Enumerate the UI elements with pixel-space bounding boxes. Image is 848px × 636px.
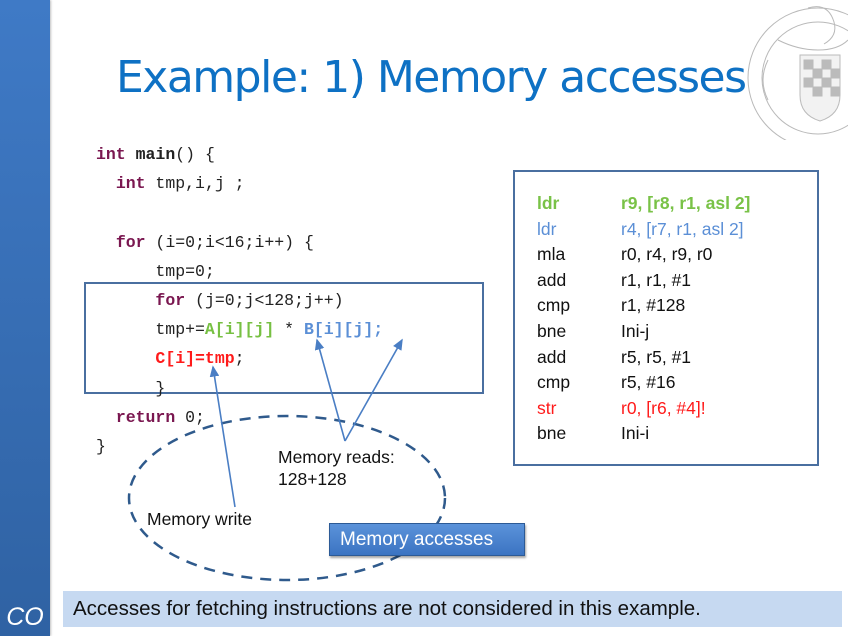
assembly-operands: Ini-j (621, 321, 650, 341)
code-text: tmp=0; (96, 261, 215, 281)
code-text (96, 174, 116, 193)
assembly-opcode: cmp (537, 295, 571, 316)
code-keyword: int (96, 145, 126, 164)
code-text: ; (234, 349, 245, 369)
memory-write-label: Memory write (147, 509, 253, 529)
course-label: CO (6, 603, 44, 631)
assembly-instruction: cmp r1, #128 (537, 293, 685, 318)
code-text: tmp,i,j ; (145, 174, 245, 194)
assembly-operands: r0, r4, r9, r0 (621, 244, 713, 265)
assembly-opcode: mla (537, 244, 566, 265)
university-crest-icon (747, 6, 848, 140)
code-line: int main() { (96, 142, 215, 168)
memory-reads-title: Memory reads: (278, 447, 395, 467)
code-line: for (i=0;i<16;i++) { (96, 230, 314, 256)
code-text (96, 291, 155, 310)
code-keyword: int (115, 174, 146, 194)
code-line: int tmp,i,j ; (96, 171, 245, 197)
memory-reads-label: Memory reads: 128+128 (278, 446, 395, 490)
code-text: 0; (175, 407, 205, 427)
code-highlight: B[i][j]; (303, 320, 384, 340)
assembly-opcode: ldr (537, 218, 557, 239)
inner-loop-highlight-box (84, 282, 484, 394)
assembly-instruction: str r0, [r6, #4]! (537, 396, 706, 421)
assembly-instruction: add r5, r5, #1 (537, 345, 691, 370)
code-keyword: for (115, 232, 146, 252)
assembly-opcode: bne (537, 423, 567, 444)
assembly-opcode: cmp (537, 372, 571, 393)
assembly-opcode: str (537, 397, 557, 418)
assembly-operands: r4, [r7, r1, asl 2] (621, 218, 744, 239)
assembly-operands: r1, #128 (621, 295, 686, 316)
memory-accesses-button[interactable]: Memory accesses (329, 523, 525, 556)
code-line: for (j=0;j<128;j++) (96, 288, 344, 314)
code-text: (i=0;i<16;i++) { (145, 232, 314, 252)
memory-reads-count: 128+128 (278, 469, 347, 489)
assembly-instruction: ldr r4, [r7, r1, asl 2] (537, 217, 744, 242)
assembly-operands: r5, #16 (621, 372, 676, 393)
code-text: } (96, 437, 106, 456)
code-text (126, 145, 136, 164)
code-line: return 0; (96, 405, 205, 431)
assembly-listing-box: ldr r9, [r8, r1, asl 2] ldr r4, [r7, r1, as… (513, 170, 819, 466)
assembly-operands: r9, [r8, r1, asl 2] (621, 193, 751, 213)
assembly-instruction: bne Ini-j (537, 319, 649, 344)
assembly-operands: r0, [r6, #4]! (621, 397, 706, 418)
assembly-operands: r1, r1, #1 (621, 269, 692, 290)
code-highlight: main (135, 145, 176, 164)
code-text: () { (175, 145, 215, 164)
code-text (96, 408, 116, 427)
code-line: C[i]=tmp; (96, 346, 245, 372)
code-line: tmp+=A[i][j] * B[i][j]; (96, 317, 383, 343)
assembly-operands: Ini-i (621, 423, 650, 444)
code-keyword: return (115, 407, 176, 427)
assembly-opcode: add (537, 269, 567, 290)
code-text (96, 233, 116, 252)
assembly-opcode: bne (537, 321, 567, 341)
code-text (96, 349, 155, 368)
assembly-opcode: add (537, 346, 567, 367)
assembly-opcode: ldr (537, 193, 560, 213)
code-text: (j=0;j<128;j++) (185, 291, 344, 310)
assembly-instruction: bne Ini-i (537, 421, 649, 446)
code-keyword: for (155, 291, 186, 310)
code-highlight: A[i][j] (204, 320, 275, 340)
code-text: } (96, 378, 166, 398)
slide-title: Example: 1) Memory accesses (116, 52, 747, 103)
code-line: } (96, 376, 165, 402)
code-line: tmp=0; (96, 259, 215, 285)
sidebar-bar: CO (0, 0, 50, 636)
assembly-instruction: mla r0, r4, r9, r0 (537, 242, 712, 267)
assembly-instruction: cmp r5, #16 (537, 370, 675, 395)
code-highlight: C[i]=tmp (155, 349, 235, 369)
code-text: tmp+= (96, 320, 205, 340)
assembly-operands: r5, r5, #1 (621, 346, 692, 367)
code-text: * (274, 320, 304, 340)
code-line: } (96, 434, 106, 460)
footer-note: Accesses for fetching instructions are n… (63, 591, 842, 627)
assembly-instruction: ldr r9, [r8, r1, asl 2] (537, 191, 750, 216)
assembly-instruction: add r1, r1, #1 (537, 268, 691, 293)
